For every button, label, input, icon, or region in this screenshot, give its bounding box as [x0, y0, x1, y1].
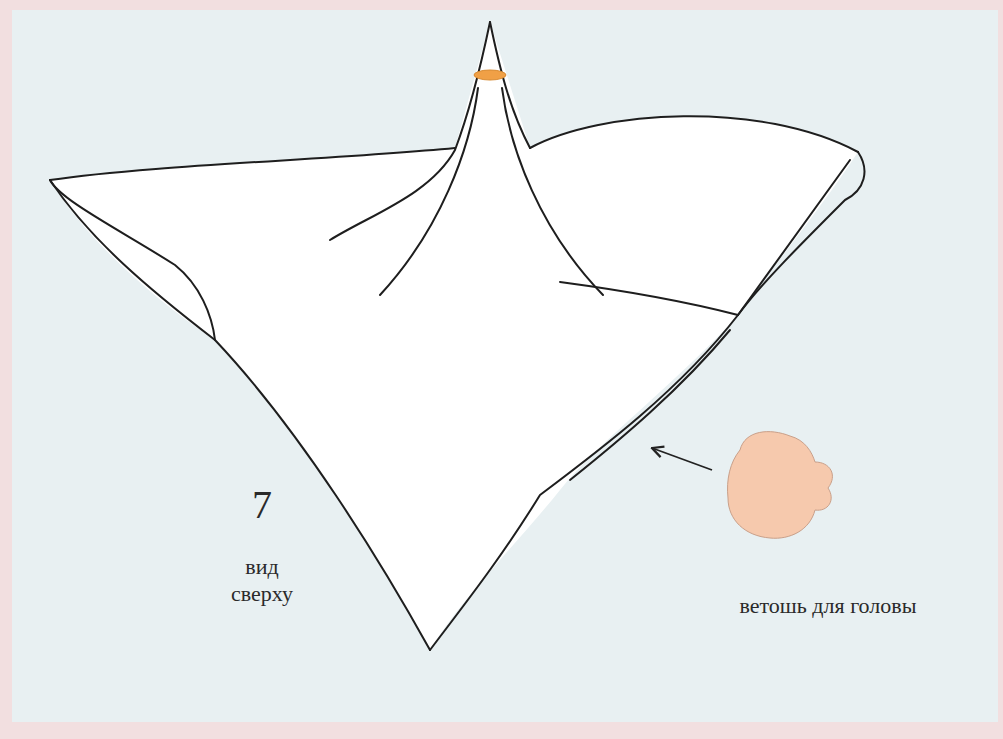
- left-edge: [50, 180, 430, 650]
- cloth-fill: [50, 22, 858, 650]
- rag-blob: [728, 432, 833, 539]
- pleat-line: [490, 22, 530, 148]
- pointer-arrow: [652, 448, 712, 470]
- pleat-line: [330, 22, 490, 240]
- right-fold: [738, 160, 850, 315]
- tie-band: [474, 70, 506, 80]
- part-label: ветошь для головы: [698, 592, 958, 620]
- cloth-edge: [560, 282, 738, 315]
- right-double-edge: [570, 330, 730, 480]
- view-caption: вид сверху: [222, 553, 302, 608]
- step-number: 7: [232, 480, 292, 530]
- pleat-line: [380, 88, 478, 295]
- cloth-edge: [50, 148, 455, 180]
- right-fold: [738, 152, 864, 315]
- left-fold: [50, 180, 215, 340]
- right-edge: [430, 315, 738, 650]
- cloth-edge: [530, 116, 858, 152]
